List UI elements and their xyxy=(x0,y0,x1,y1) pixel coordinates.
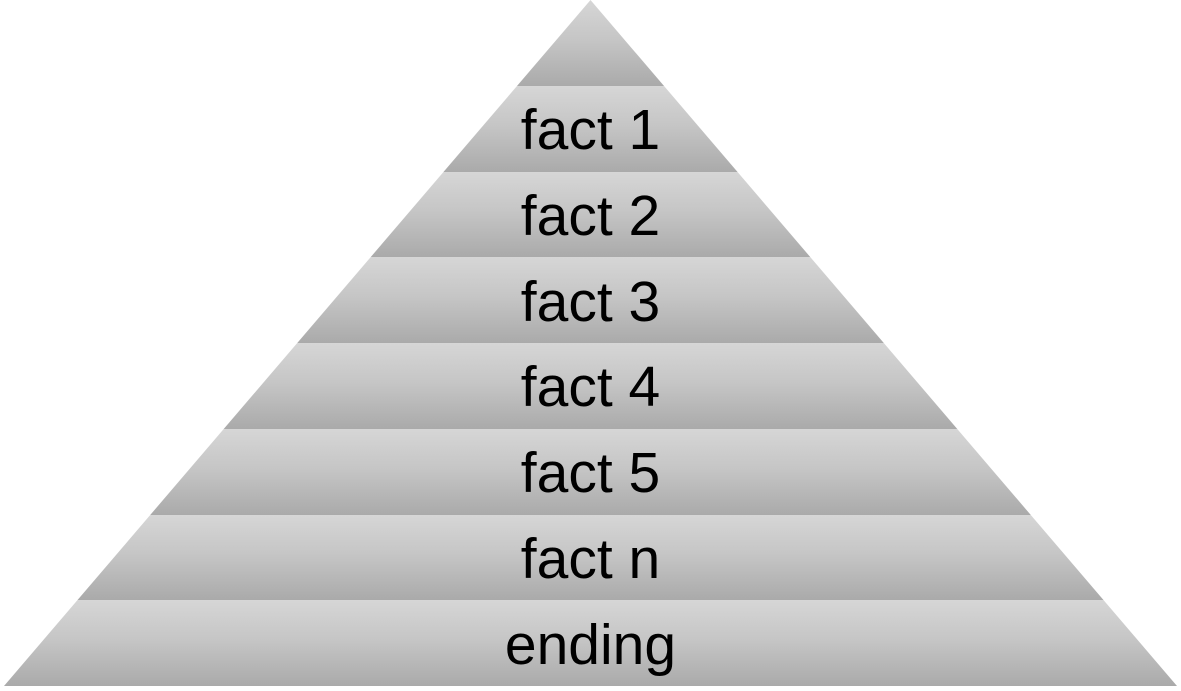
pyramid-layer-fact-n-label: fact n xyxy=(520,526,661,591)
pyramid-layer-fact-5-label: fact 5 xyxy=(520,441,661,506)
pyramid-layer-fact-5: fact 5 xyxy=(4,428,1177,515)
pyramid-layer-fact-4: fact 4 xyxy=(4,343,1177,429)
pyramid: fact 1 fact 2 fact 3 fact 4 fact 5 fact … xyxy=(4,0,1177,686)
pyramid-layer-fact-3: fact 3 xyxy=(4,257,1177,343)
pyramid-layer-fact-2-label: fact 2 xyxy=(520,183,661,248)
pyramid-layer-fact-3-label: fact 3 xyxy=(520,269,661,334)
pyramid-layer-fact-1: fact 1 xyxy=(4,85,1177,172)
pyramid-layer-fact-n: fact n xyxy=(4,514,1177,601)
pyramid-layer-fact-1-label: fact 1 xyxy=(520,98,661,163)
pyramid-layer-ending-label: ending xyxy=(504,612,677,677)
pyramid-layer-fact-4-label: fact 4 xyxy=(520,355,661,420)
pyramid-layer-fact-2: fact 2 xyxy=(4,171,1177,258)
pyramid-layer-ending: ending xyxy=(4,600,1177,686)
pyramid-layer-apex xyxy=(4,0,1177,86)
